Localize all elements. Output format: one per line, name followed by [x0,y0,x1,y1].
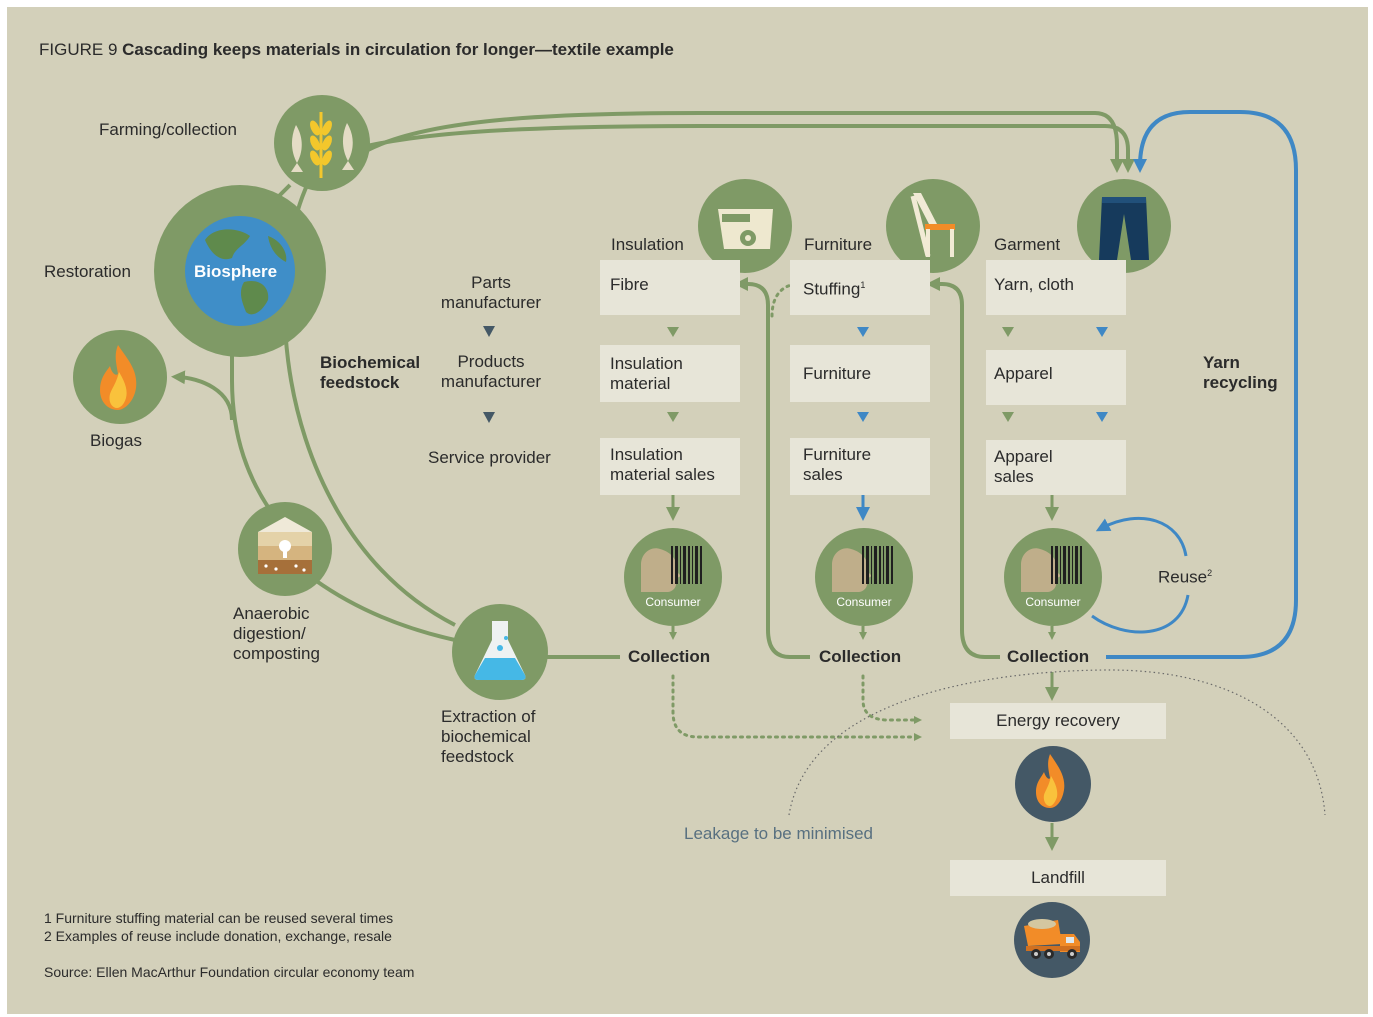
farming-label: Farming/collection [99,120,237,139]
fibre-label: Fibre [610,275,649,294]
restoration-label: Restoration [44,262,131,281]
figure-panel [7,7,1368,1014]
biosphere-label: Biosphere [194,262,278,281]
furniture-header: Furniture [804,235,873,254]
consumer-node-furniture [815,528,913,626]
insulation-header: Insulation [611,235,684,254]
consumer-node-insulation [624,528,722,626]
crops-icon [310,112,332,178]
flame-icon [1036,754,1065,808]
leakage-label: Leakage to be minimised [684,824,874,843]
furniture-box: Furniture [790,345,930,402]
yarn-recycling-label: Yarn recycling [1203,353,1278,392]
biochemical-feedstock-label: Biochemical feedstock [320,353,421,392]
stuffing-text: Stuffing [803,279,861,299]
truck-icon [1024,919,1080,959]
step-triangles [483,326,1108,423]
footnote-1: 1 Furniture stuffing material can be reu… [44,910,394,926]
extraction-node [452,604,548,700]
yarn-cloth-box: Yarn, cloth [986,260,1126,315]
furniture-sales-label: Furniture sales [803,445,872,484]
column-arrows [666,495,1059,851]
jeans-icon [1099,197,1149,260]
insulation-material-box: Insulation material [600,345,740,402]
biosphere-node [154,185,326,357]
service-provider-label: Service provider [428,448,551,467]
figure-title: FIGURE 9 Cascading keeps materials in ci… [39,40,674,60]
parts-manufacturer-label: Parts manufacturer [440,273,542,312]
biogas-node [73,330,167,424]
consumer-label-furniture: Consumer [836,595,892,609]
consumer-icon [641,546,702,592]
figure-title-text: Cascading keeps materials in circulation… [122,40,674,59]
reuse-text: Reuse [1158,567,1208,587]
figure-label: FIGURE 9 [39,40,118,59]
fibre-box: Fibre [600,260,740,315]
footnote-2: 2 Examples of reuse include donation, ex… [44,928,392,944]
collection-label-garment: Collection [1007,647,1090,666]
farming-node [274,95,370,191]
furniture-sales-box: Furniture sales [790,438,930,495]
garment-header: Garment [994,235,1061,254]
collection-label-insulation: Collection [628,647,711,666]
compost-icon [258,517,312,574]
apparel-sales-box: Apparel sales [986,440,1126,495]
anaerobic-label: Anaerobic digestion/ composting [233,604,320,663]
apparel-box: Apparel [986,350,1126,405]
stuffing-label: Stuffing1 [803,275,865,300]
reuse-label: Reuse2 [1158,563,1212,588]
stuffing-footnote-mark: 1 [860,280,866,290]
consumer-icon [832,546,893,592]
energy-node [1015,746,1091,822]
furniture-label: Furniture [803,364,872,383]
collection-label-furniture: Collection [819,647,902,666]
chair-icon [910,193,955,257]
yarn-cloth-label: Yarn, cloth [994,275,1075,294]
insulation-sales-box: Insulation material sales [600,438,740,495]
source-note: Source: Ellen MacArthur Foundation circu… [44,964,415,980]
stuffing-box: Stuffing1 [790,260,930,315]
insulation-sales-label: Insulation material sales [610,445,715,484]
yarn-recycling-loop [1106,110,1298,659]
extraction-label: Extraction of biochemical feedstock [441,707,536,766]
landfill-label: Landfill [1031,868,1085,887]
insulation-icon [718,209,773,249]
flask-icon [474,621,526,680]
energy-recovery-label: Energy recovery [996,711,1120,730]
reuse-footnote-mark: 2 [1207,568,1213,578]
reuse-arcs [1091,516,1190,634]
flame-icon [100,345,137,410]
insulation-node [698,179,792,273]
consumer-icon [1021,546,1082,592]
dotted-arrows [671,280,922,741]
leakage-boundary [788,669,1326,816]
biogas-label: Biogas [90,431,142,450]
globe-icon [205,229,287,315]
landfill-node [1014,902,1090,978]
consumer-label-insulation: Consumer [645,595,701,609]
products-manufacturer-label: Products manufacturer [440,352,542,391]
apparel-sales-label: Apparel sales [994,447,1053,486]
apparel-label: Apparel [994,364,1053,383]
consumer-node-garment [1004,528,1102,626]
fish-icon [291,123,354,172]
furniture-node [886,179,980,273]
consumer-label-garment: Consumer [1025,595,1081,609]
anaerobic-node [238,502,332,596]
cascade-arrows [734,277,1000,659]
landfill-box: Landfill [950,860,1166,896]
insulation-material-label: Insulation material [610,354,683,393]
garment-node [1077,179,1171,273]
energy-recovery-box: Energy recovery [950,703,1166,739]
